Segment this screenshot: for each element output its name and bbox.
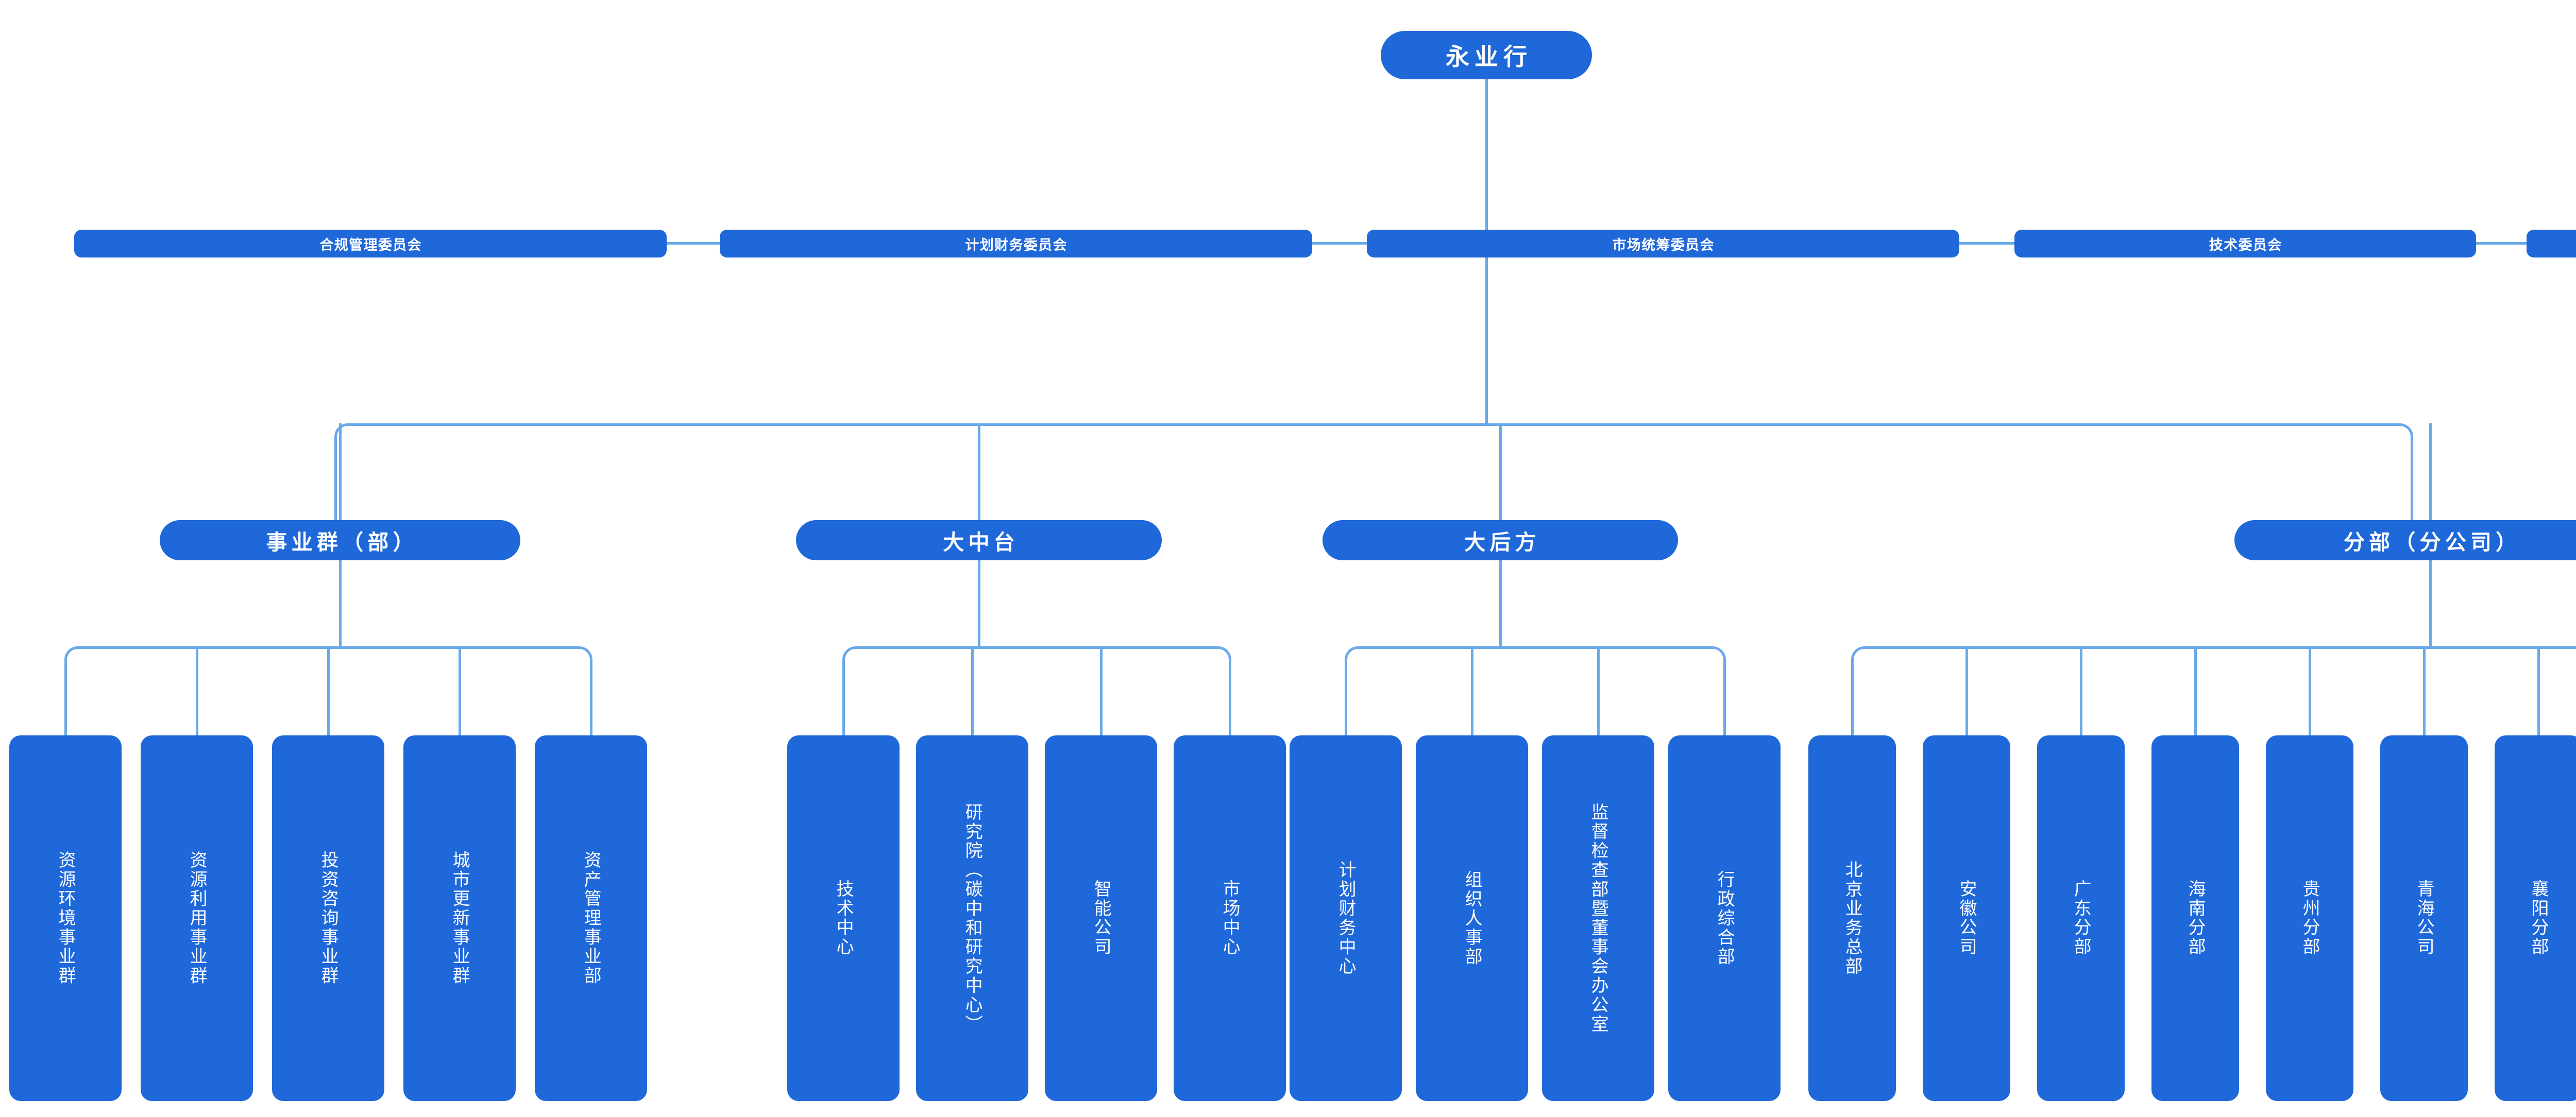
- leaf-connector-bus: [1851, 646, 2576, 735]
- division-node-label: 事业群（部）: [266, 530, 418, 554]
- leaf-node-label: 资产管理事业部: [581, 851, 601, 986]
- connector-bus-to-leaf: [196, 646, 198, 735]
- committee-node[interactable]: 研发委员会: [2527, 230, 2576, 257]
- committee-node-label: 技术委员会: [2209, 237, 2282, 253]
- connector-bus-to-division: [2429, 423, 2432, 520]
- connector-root-to-divisions: [1485, 257, 1488, 425]
- committee-link-line: [1312, 242, 1367, 245]
- connector-bus-to-leaf: [971, 646, 974, 735]
- division-node-label: 分部（分公司）: [2343, 530, 2521, 554]
- committee-node[interactable]: 市场统筹委员会: [1367, 230, 1959, 257]
- leaf-node-label: 监督检查部暨董事会办公室: [1588, 802, 1608, 1034]
- leaf-node-label: 研究院（碳中和研究中心）: [962, 802, 982, 1034]
- leaf-node-label: 城市更新事业群: [450, 851, 470, 986]
- connector-division-bus: [334, 423, 2413, 521]
- connector-division-to-leafbus: [978, 560, 980, 646]
- leaf-node[interactable]: 青海公司: [2380, 735, 2468, 1101]
- leaf-node[interactable]: 研究院（碳中和研究中心）: [916, 735, 1028, 1101]
- leaf-node-label: 襄阳分部: [2529, 880, 2549, 957]
- connector-division-to-leafbus: [339, 560, 342, 646]
- connector-division-to-leafbus: [1499, 560, 1502, 646]
- leaf-node[interactable]: 广东分部: [2037, 735, 2125, 1101]
- leaf-node[interactable]: 监督检查部暨董事会办公室: [1542, 735, 1654, 1101]
- leaf-node[interactable]: 安徽公司: [1923, 735, 2010, 1101]
- connector-bus-to-division: [978, 423, 980, 520]
- division-node-label: 大中台: [943, 530, 1019, 554]
- division-node[interactable]: 分部（分公司）: [2234, 520, 2576, 560]
- leaf-node[interactable]: 襄阳分部: [2495, 735, 2576, 1101]
- leaf-node-label: 智能公司: [1091, 880, 1111, 957]
- leaf-node[interactable]: 投资咨询事业群: [272, 735, 384, 1101]
- leaf-connector-bus: [842, 646, 1231, 735]
- leaf-node-label: 组织人事部: [1462, 870, 1482, 967]
- leaf-node[interactable]: 贵州分部: [2266, 735, 2353, 1101]
- leaf-node-label: 技术中心: [834, 880, 854, 957]
- committee-node-label: 市场统筹委员会: [1612, 237, 1715, 253]
- leaf-node[interactable]: 城市更新事业群: [403, 735, 516, 1101]
- leaf-node[interactable]: 海南分部: [2151, 735, 2239, 1101]
- connector-root-to-committees: [1485, 79, 1488, 230]
- committee-node-label: 合规管理委员会: [319, 237, 422, 253]
- division-node-label: 大后方: [1464, 530, 1540, 554]
- leaf-node-label: 广东分部: [2071, 880, 2091, 957]
- leaf-node-label: 计划财务中心: [1336, 860, 1356, 976]
- leaf-node[interactable]: 技术中心: [787, 735, 900, 1101]
- leaf-node-label: 投资咨询事业群: [318, 851, 338, 986]
- connector-bus-to-leaf: [2309, 646, 2311, 735]
- leaf-node[interactable]: 智能公司: [1045, 735, 1157, 1101]
- connector-bus-to-leaf: [2194, 646, 2197, 735]
- connector-bus-to-leaf: [1471, 646, 1473, 735]
- connector-bus-to-leaf: [1597, 646, 1600, 735]
- leaf-node[interactable]: 组织人事部: [1416, 735, 1528, 1101]
- leaf-node[interactable]: 计划财务中心: [1290, 735, 1402, 1101]
- leaf-node-label: 资源环境事业群: [56, 851, 76, 986]
- leaf-node-label: 行政综合部: [1715, 870, 1735, 967]
- leaf-node[interactable]: 资源利用事业群: [141, 735, 253, 1101]
- connector-bus-to-leaf: [1100, 646, 1103, 735]
- root-node[interactable]: 永业行: [1381, 31, 1592, 79]
- root-node-label: 永业行: [1445, 43, 1533, 70]
- connector-bus-to-leaf: [327, 646, 330, 735]
- connector-division-to-leafbus: [2429, 560, 2432, 646]
- leaf-connector-bus: [1345, 646, 1726, 735]
- connector-bus-to-leaf: [2423, 646, 2426, 735]
- connector-bus-to-leaf: [1965, 646, 1968, 735]
- leaf-node-label: 北京业务总部: [1842, 860, 1862, 976]
- committee-node-label: 计划财务委员会: [965, 237, 1067, 253]
- leaf-node-label: 资源利用事业群: [187, 851, 207, 986]
- committee-link-line: [2476, 242, 2527, 245]
- leaf-node-label: 海南分部: [2185, 880, 2206, 957]
- division-node[interactable]: 事业群（部）: [160, 520, 520, 560]
- connector-bus-to-leaf: [2537, 646, 2540, 735]
- connector-bus-to-division: [339, 423, 342, 520]
- committee-link-line: [1959, 242, 2014, 245]
- division-node[interactable]: 大后方: [1323, 520, 1678, 560]
- leaf-node-label: 安徽公司: [1957, 880, 1977, 957]
- committee-node[interactable]: 合规管理委员会: [74, 230, 667, 257]
- leaf-node[interactable]: 北京业务总部: [1808, 735, 1896, 1101]
- connector-bus-to-leaf: [459, 646, 461, 735]
- leaf-node[interactable]: 行政综合部: [1668, 735, 1781, 1101]
- division-node[interactable]: 大中台: [796, 520, 1162, 560]
- connector-bus-to-division: [1499, 423, 1502, 520]
- leaf-node-label: 市场中心: [1220, 880, 1240, 957]
- committee-link-line: [667, 242, 720, 245]
- connector-bus-to-leaf: [2080, 646, 2082, 735]
- committee-node[interactable]: 计划财务委员会: [720, 230, 1312, 257]
- leaf-node-label: 青海公司: [2414, 880, 2434, 957]
- leaf-node[interactable]: 市场中心: [1174, 735, 1286, 1101]
- committee-node[interactable]: 技术委员会: [2014, 230, 2476, 257]
- leaf-node-label: 贵州分部: [2300, 880, 2320, 957]
- leaf-node[interactable]: 资源环境事业群: [9, 735, 122, 1101]
- leaf-node[interactable]: 资产管理事业部: [535, 735, 647, 1101]
